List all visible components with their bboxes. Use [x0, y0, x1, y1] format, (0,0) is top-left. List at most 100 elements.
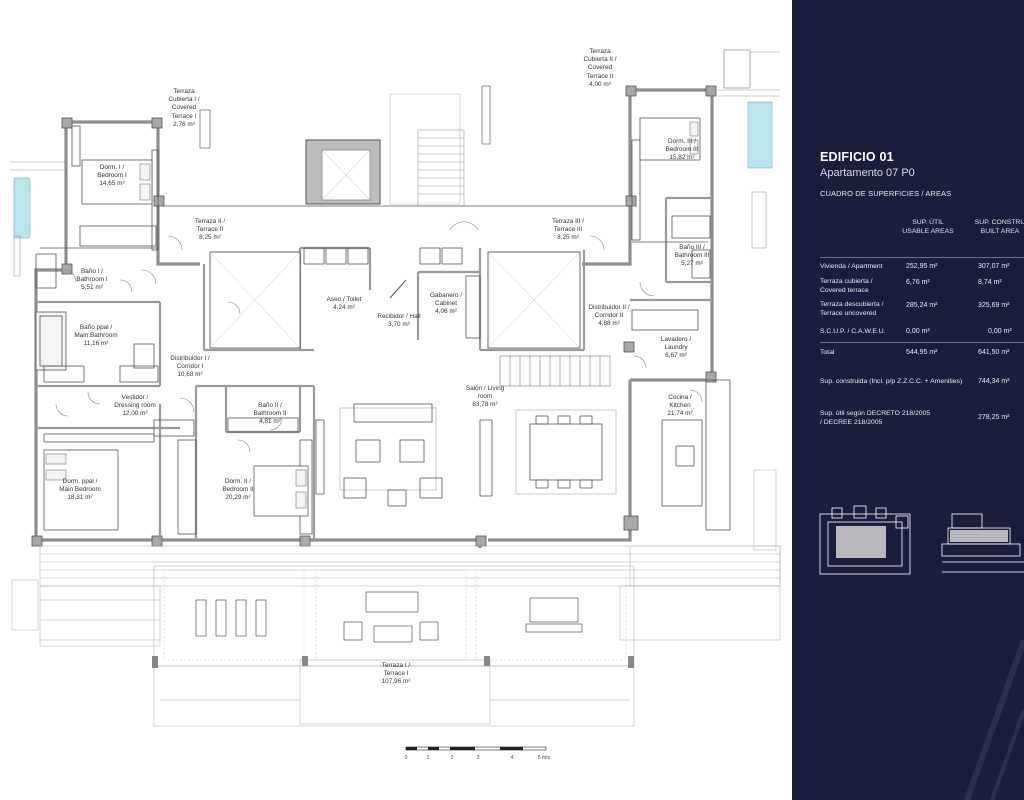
row-built-incl-amenities: 744,34 m²: [978, 378, 1010, 385]
label-line: Terraza I /: [381, 662, 411, 669]
label-line: Lavadero /: [660, 336, 692, 343]
label-line: Terrace II: [586, 72, 614, 80]
label-line: 83,78 m²: [472, 401, 498, 409]
label-line: Distribuidor I /: [170, 355, 210, 362]
label-line: Bedroom II: [222, 486, 254, 494]
row-label-built-incl-amenities: Sup. construida (Incl. p/p Z.Z.C.C. + Am…: [820, 378, 962, 387]
scale-tick-3: 3: [476, 755, 480, 761]
label-line: Cabinet: [434, 300, 458, 308]
label-line: 21,74 m²: [667, 410, 693, 418]
label-line: / DECREE 218/2005: [820, 418, 883, 426]
label-line: Terraza: [173, 88, 195, 95]
row-label-uncovered-terrace: Terraza descubierta /Terrace uncovered: [820, 301, 883, 318]
label-line: 6,67 m²: [665, 352, 687, 360]
label-line: Aseo / Toilet: [326, 296, 362, 303]
scale-tick-4: 4: [510, 755, 514, 761]
label-line: Bathroom III: [674, 252, 710, 260]
label-line: Cocina /: [668, 394, 692, 401]
label-line: 4,06 m²: [435, 308, 457, 316]
building-elevation-key: [941, 513, 1024, 573]
label-line: Terrace II: [196, 226, 224, 234]
label-line: 8,25 m²: [557, 234, 579, 242]
label-line: 12,00 m²: [122, 410, 148, 418]
floor-plan-drawing: [10, 49, 781, 751]
area-summary-panel: EDIFICIO 01 Apartamento 07 P0 CUADRO DE …: [792, 0, 1024, 800]
label-line: 11,16 m²: [83, 340, 109, 348]
label-line: 4,24 m²: [333, 304, 355, 312]
label-line: 3,70 m²: [388, 321, 410, 329]
label-line: 2,76 m²: [173, 120, 195, 128]
label-line: Bedroom III: [665, 146, 699, 154]
label-line: Baño III /: [679, 244, 705, 251]
label-line: Dorm. III /: [667, 138, 697, 145]
label-line: 107,96 m²: [381, 678, 411, 686]
label-line: Bedroom I: [97, 172, 127, 180]
building-title: EDIFICIO 01: [820, 150, 894, 164]
scale-bar: [405, 746, 547, 751]
label-line: Dorm. ppal /: [62, 478, 98, 485]
label-line: Terrace uncovered: [820, 309, 877, 317]
label-line: Kitchen: [669, 402, 691, 410]
label-line: Covered terrace: [820, 286, 869, 294]
label-line: Baño ppal /: [79, 324, 113, 331]
row-usable-scup: 0,00 m²: [906, 328, 930, 335]
row-built-scup: 0,00 m²: [988, 328, 1012, 335]
row-usable-apartment: 252,95 m²: [906, 263, 938, 270]
label-line: 15,82 m²: [669, 154, 695, 162]
building-key-plan: [819, 505, 911, 575]
scale-tick-0: 0: [404, 755, 408, 761]
label-line: Vestidor /: [121, 394, 149, 401]
row-usable-uncovered-terrace: 285,24 m²: [906, 302, 938, 309]
label-line: Recibidor / Hall: [377, 313, 421, 320]
label-line: Terrace I: [171, 112, 197, 120]
pool-left: [13, 177, 31, 239]
label-line: Terrace I: [383, 670, 409, 678]
row-label-apartment: Vivienda / Apartment: [820, 263, 883, 272]
label-line: Terrace III: [553, 226, 583, 234]
label-line: Vivienda / Apartment: [820, 263, 883, 270]
column-built-area: SUP. CONSTRU BUILT AREA: [974, 219, 1024, 235]
label-line: Bathroom I: [76, 276, 108, 284]
label-line: 4,81 m²: [259, 418, 281, 426]
label-line: 18,31 m²: [67, 494, 93, 502]
label-line: Corridor II: [594, 312, 624, 320]
scale-tick-5: 5 mts: [537, 755, 551, 761]
label-line: 8,25 m²: [199, 234, 221, 242]
label-line: Dressing room: [114, 402, 156, 410]
row-built-decree-usable: 278,25 m²: [978, 414, 1010, 421]
apartment-highlight: [836, 526, 886, 558]
table-subtitle: CUADRO DE SUPERFICIES / AREAS: [820, 189, 952, 198]
label-line: 20,29 m²: [225, 494, 251, 502]
column-usable-area: SUP. ÚTIL USABLE AREAS: [902, 219, 954, 235]
label-line: 4,00 m²: [589, 80, 611, 88]
label-line: Salón / Living: [465, 385, 505, 392]
label-line: Dorm. I /: [99, 164, 125, 171]
label-line: 4,88 m²: [598, 320, 620, 328]
label-line: 14,65 m²: [99, 180, 125, 188]
row-label-covered-terrace: Terraza cubierta /Covered terrace: [820, 278, 873, 295]
label-line: Main Bedroom: [59, 486, 101, 494]
label-line: Terraza descubierta /: [820, 301, 884, 308]
label-line: Terraza cubierta /: [820, 278, 873, 285]
label-line: 5,27 m²: [681, 260, 703, 268]
panel-graphics: [819, 505, 1024, 800]
label-line: Terraza III /: [552, 218, 584, 225]
